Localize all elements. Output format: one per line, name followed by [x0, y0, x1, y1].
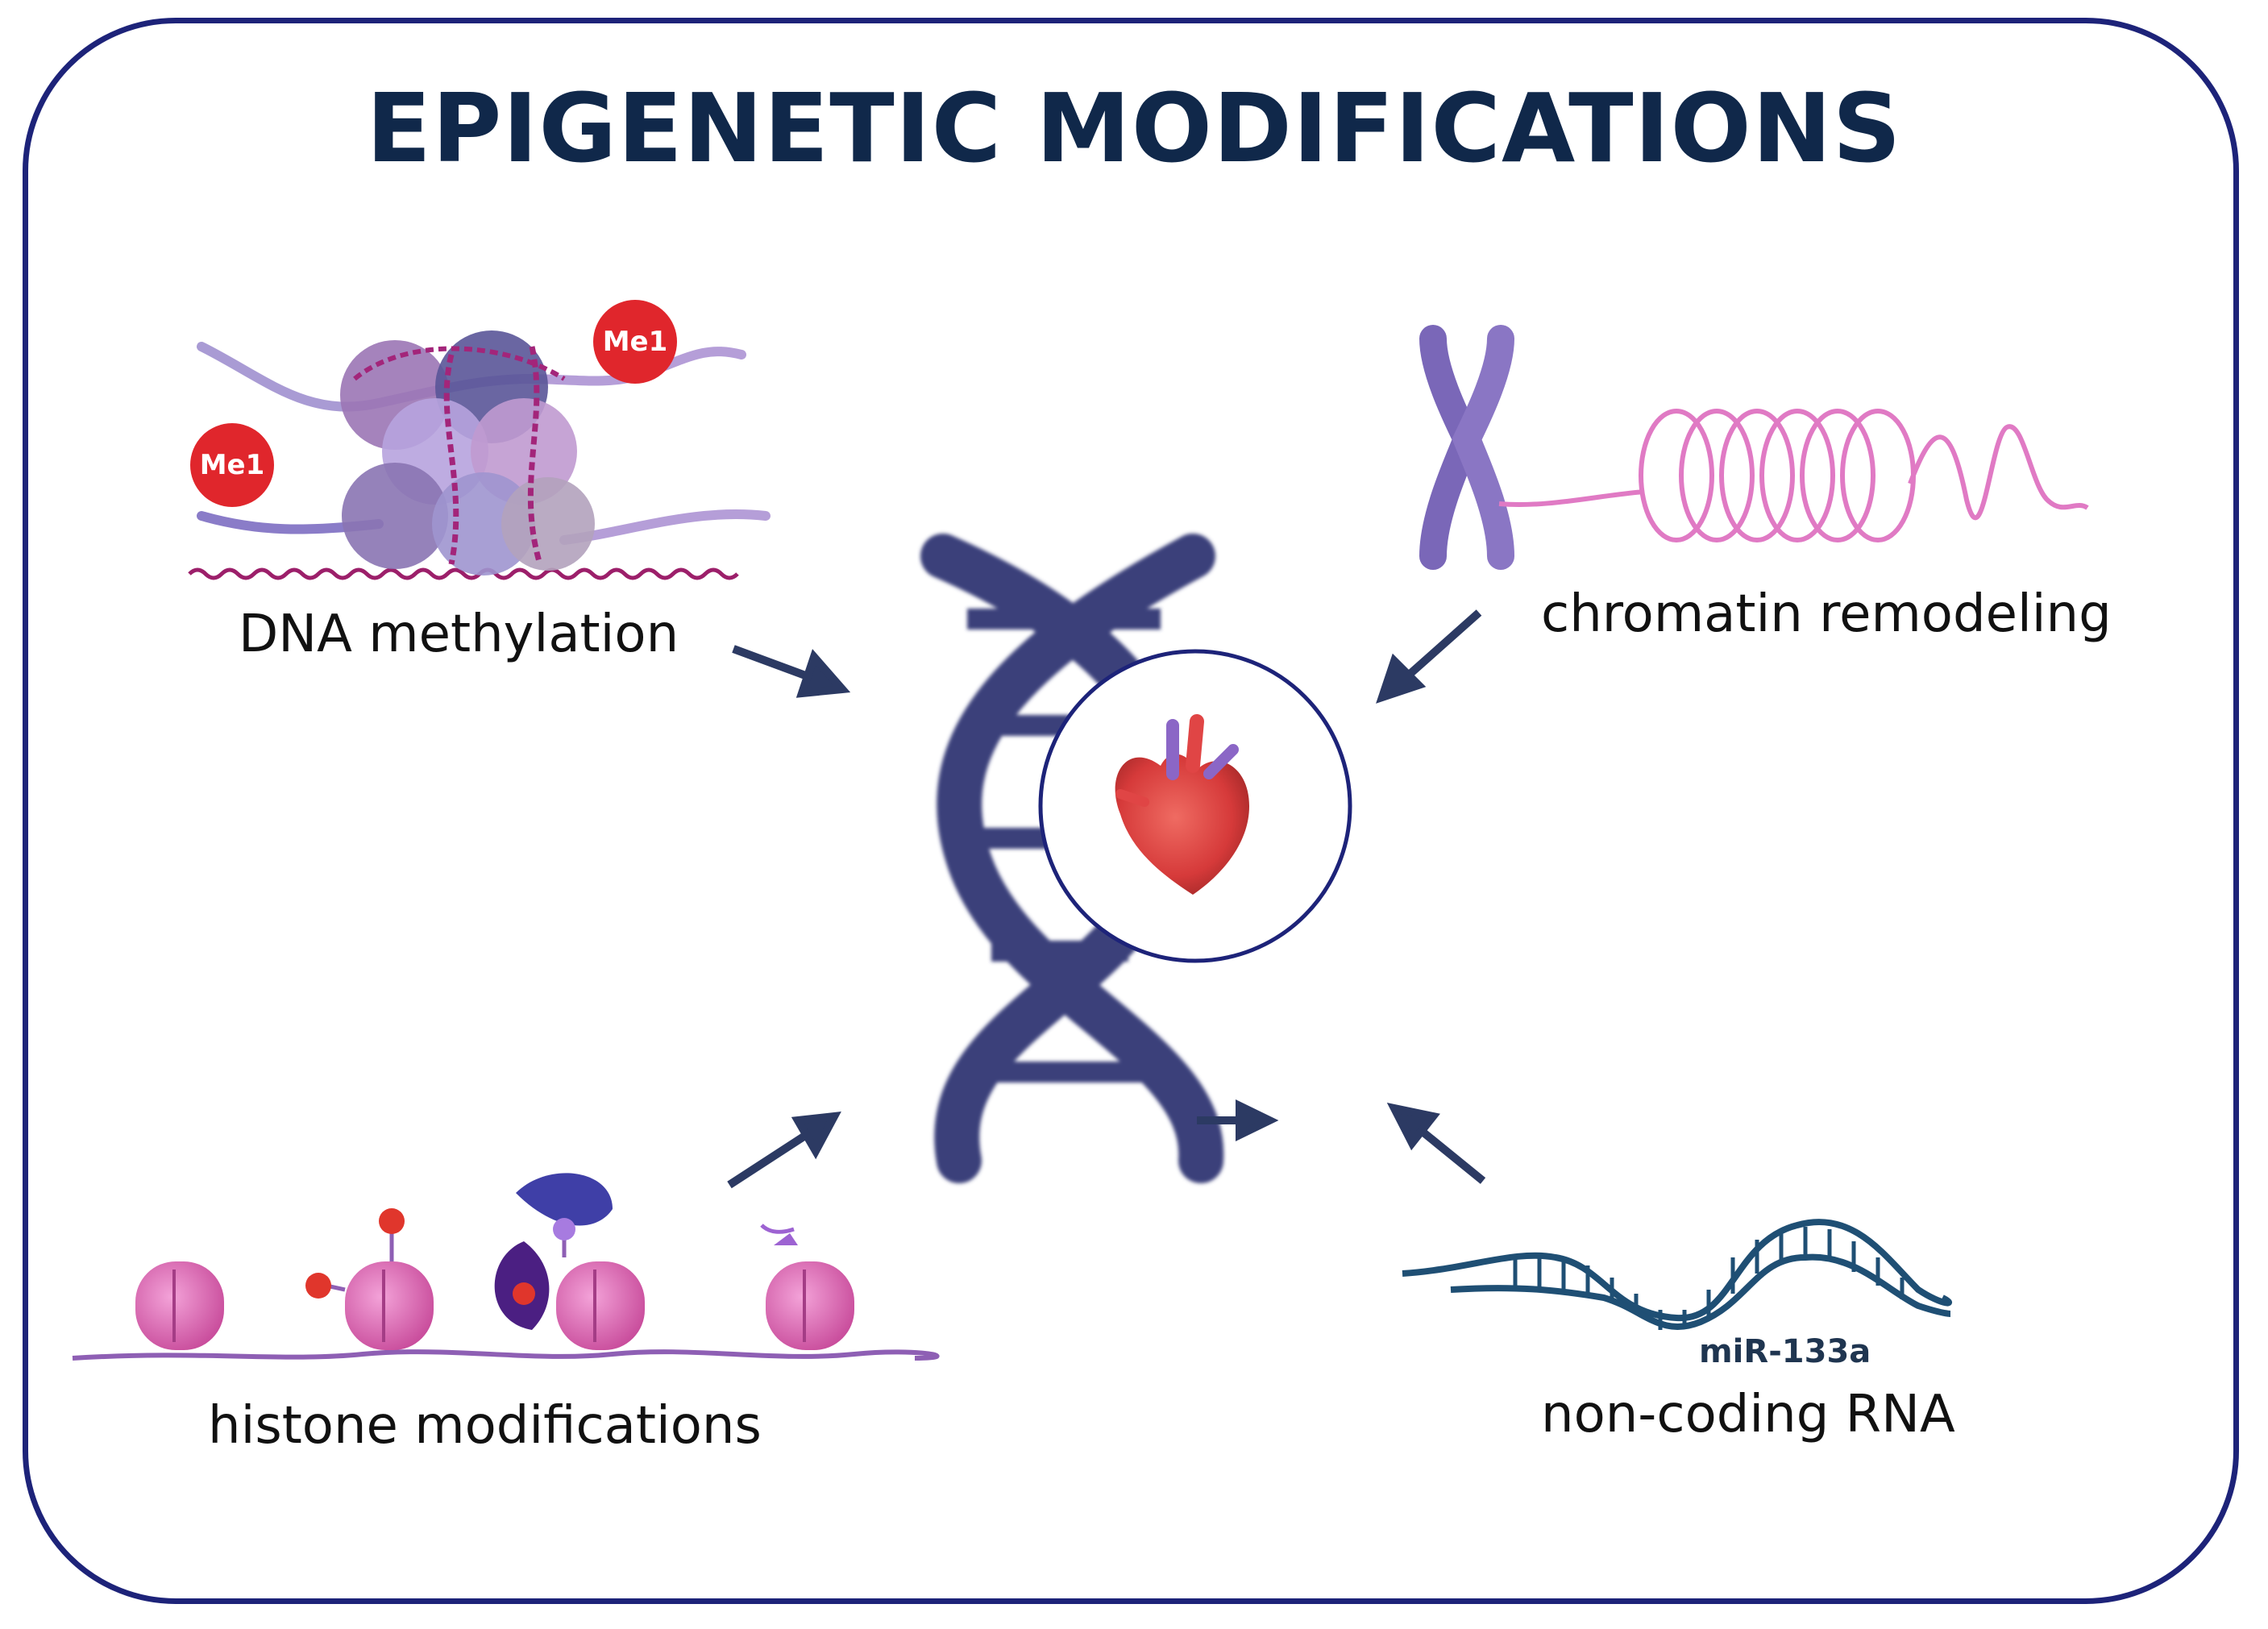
rna-hairpin-icon: [1402, 1219, 1952, 1330]
histone-fiber-icon: [72, 1173, 940, 1361]
arrows: [727, 609, 1486, 1189]
label-histone-modifications: histone modifications: [208, 1396, 762, 1456]
label-dna-methylation: DNA methylation: [239, 605, 679, 664]
methyl-marker: Me1: [593, 300, 677, 384]
methyl-marker: Me1: [190, 423, 274, 507]
label-non-coding-rna: non-coding RNA: [1541, 1385, 1955, 1444]
chromatin-coil-icon: [1498, 409, 2089, 542]
nucleosome-icon: [188, 330, 771, 580]
chromosome-icon: [1419, 325, 1514, 570]
heart-icon: [1115, 714, 1249, 895]
label-chromatin-remodeling: chromatin remodeling: [1541, 584, 2112, 644]
page-title: EPIGENETIC MODIFICATIONS: [366, 73, 1902, 184]
label-mirna: miR-133a: [1699, 1333, 1871, 1370]
